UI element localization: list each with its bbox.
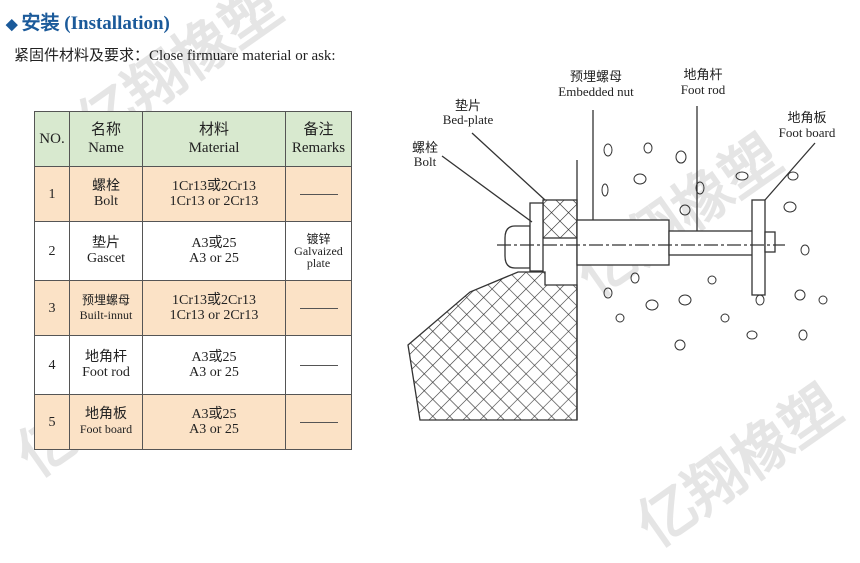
label-nut-en: Embedded nut — [558, 84, 634, 99]
subtitle: 紧固件材料及要求：Close firmuare material or ask: — [14, 48, 336, 64]
label-rod-en: Foot rod — [681, 82, 726, 97]
bedplate-leader — [471, 132, 546, 201]
cell-remarks — [285, 394, 352, 450]
washer — [529, 202, 544, 272]
gravel — [601, 142, 828, 351]
foot-rod — [668, 230, 754, 256]
page-title: ◆安装 (Installation) — [6, 13, 170, 34]
concrete-base — [407, 271, 578, 421]
bolt-leader — [441, 155, 533, 223]
rod-end — [764, 231, 776, 253]
cell-no: 1 — [34, 166, 70, 222]
cell-no: 2 — [34, 221, 70, 281]
bolt-head — [504, 225, 531, 269]
label-bedplate-en: Bed-plate — [443, 112, 494, 127]
header-no: NO. — [34, 111, 70, 167]
cell-no: 3 — [34, 280, 70, 336]
bed-plate — [542, 199, 578, 239]
cell-remarks — [285, 166, 352, 222]
label-bolt-zh: 螺栓 — [412, 140, 438, 155]
embedded-nut — [576, 219, 670, 266]
label-bedplate-zh: 垫片 — [455, 98, 481, 113]
diagram-labels: 螺栓 Bolt 垫片 Bed-plate 预埋螺母 Embedded nut 地… — [412, 67, 836, 169]
cell-remarks — [285, 335, 352, 395]
label-board-en: Foot board — [779, 125, 836, 140]
cell-remarks — [285, 280, 352, 336]
label-bolt-en: Bolt — [414, 154, 437, 169]
label-board-zh: 地角板 — [787, 110, 826, 125]
label-rod-zh: 地角杆 — [683, 67, 722, 82]
foot-board — [751, 199, 766, 296]
diamond-icon: ◆ — [6, 17, 18, 33]
installation-diagram: 螺栓 Bolt 垫片 Bed-plate 预埋螺母 Embedded nut 地… — [407, 67, 836, 421]
label-nut-zh: 预埋螺母 — [570, 69, 622, 84]
board-leader — [764, 142, 816, 201]
